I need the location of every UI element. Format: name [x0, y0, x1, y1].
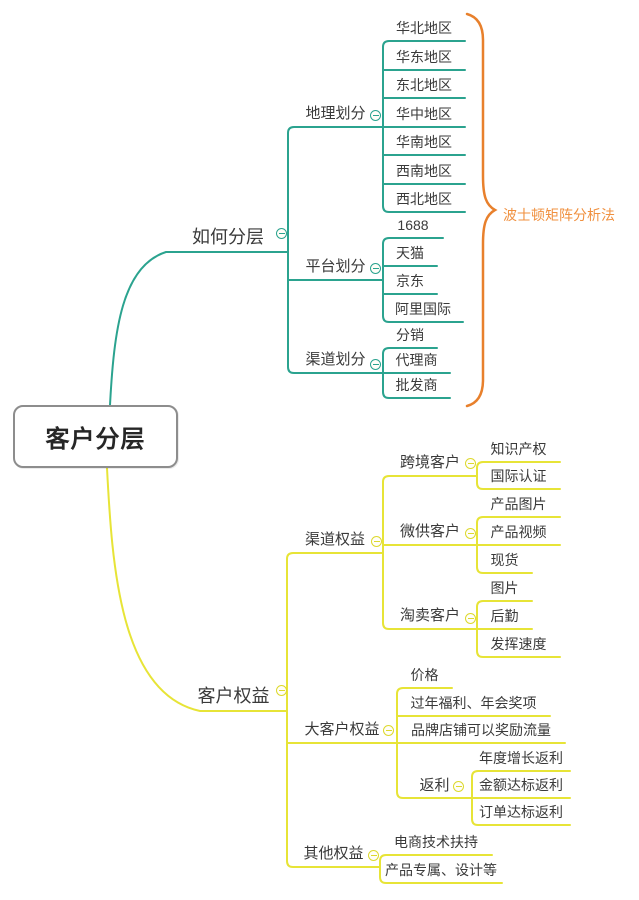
mindmap-leaf[interactable]: 1688: [397, 217, 429, 233]
node-customer-rights[interactable]: 客户权益: [197, 686, 270, 706]
node-crossborder-customer[interactable]: 跨境客户: [399, 454, 460, 471]
mindmap-leaf[interactable]: 现货: [490, 552, 519, 568]
collapse-minus-icon[interactable]: [370, 359, 381, 370]
root-node[interactable]: 客户分层: [13, 405, 178, 468]
collapse-minus-icon[interactable]: [368, 850, 379, 861]
collapse-minus-icon[interactable]: [465, 458, 476, 469]
node-rebate[interactable]: 返利: [419, 777, 450, 794]
mindmap-leaf[interactable]: 后勤: [490, 608, 519, 624]
mindmap-leaf[interactable]: 分销: [396, 327, 424, 343]
mindmap-leaf[interactable]: 东北地区: [396, 77, 452, 93]
mindmap-leaf[interactable]: 华南地区: [396, 134, 452, 150]
mindmap-leaf[interactable]: 代理商: [395, 352, 438, 368]
mindmap-leaf[interactable]: 价格: [410, 667, 439, 683]
collapse-minus-icon[interactable]: [383, 725, 394, 736]
mindmap-leaf[interactable]: 产品专属、设计等: [385, 862, 497, 878]
mindmap-leaf[interactable]: 知识产权: [490, 441, 547, 457]
mindmap-leaf[interactable]: 天猫: [396, 245, 424, 261]
mindmap-leaf[interactable]: 西北地区: [396, 191, 452, 207]
mindmap-leaf[interactable]: 图片: [490, 580, 519, 596]
collapse-minus-icon[interactable]: [465, 528, 476, 539]
mindmap-leaf[interactable]: 批发商: [395, 377, 438, 393]
summary-label-bcg-matrix[interactable]: 波士顿矩阵分析法: [503, 207, 615, 223]
node-how-to-segment[interactable]: 如何分层: [192, 227, 264, 247]
yellow-branch-lines: [106, 461, 571, 884]
collapse-minus-icon[interactable]: [371, 536, 382, 547]
node-key-account-rights[interactable]: 大客户权益: [304, 721, 380, 738]
mindmap-leaf[interactable]: 金额达标返利: [479, 777, 563, 793]
node-microsupply-customer[interactable]: 微供客户: [399, 523, 460, 540]
node-geographic-division[interactable]: 地理划分: [305, 105, 366, 122]
collapse-minus-icon[interactable]: [370, 110, 381, 121]
teal-branch-lines: [109, 40, 466, 406]
collapse-minus-icon[interactable]: [453, 781, 464, 792]
mindmap-leaf[interactable]: 订单达标返利: [479, 804, 563, 820]
node-platform-division[interactable]: 平台划分: [305, 258, 366, 275]
node-channel-rights[interactable]: 渠道权益: [304, 531, 365, 548]
summary-brace: [465, 12, 498, 408]
mindmap-leaf[interactable]: 华东地区: [396, 49, 452, 65]
mindmap-leaf[interactable]: 发挥速度: [490, 636, 547, 652]
collapse-minus-icon[interactable]: [276, 685, 287, 696]
node-other-rights[interactable]: 其他权益: [303, 845, 364, 862]
mindmap-leaf[interactable]: 产品图片: [490, 496, 547, 512]
mindmap-leaf[interactable]: 京东: [396, 273, 424, 289]
node-channel-division[interactable]: 渠道划分: [305, 351, 366, 368]
root-node-label: 客户分层: [45, 426, 146, 453]
collapse-minus-icon[interactable]: [276, 228, 287, 239]
mindmap-leaf[interactable]: 过年福利、年会奖项: [410, 695, 537, 711]
node-taobao-seller-customer[interactable]: 淘卖客户: [399, 607, 460, 624]
mindmap-leaf[interactable]: 产品视频: [490, 524, 547, 540]
collapse-minus-icon[interactable]: [465, 613, 476, 624]
mindmap-leaf[interactable]: 国际认证: [490, 468, 547, 484]
mindmap-leaf[interactable]: 阿里国际: [395, 301, 451, 317]
mindmap-leaf[interactable]: 华中地区: [396, 106, 452, 122]
mindmap-leaf[interactable]: 电商技术扶持: [394, 834, 478, 850]
mindmap-leaf[interactable]: 华北地区: [396, 20, 452, 36]
mindmap-leaf[interactable]: 年度增长返利: [479, 750, 563, 766]
mindmap-leaf[interactable]: 西南地区: [396, 163, 452, 179]
mindmap-leaf[interactable]: 品牌店铺可以奖励流量: [411, 722, 551, 738]
collapse-minus-icon[interactable]: [370, 263, 381, 274]
